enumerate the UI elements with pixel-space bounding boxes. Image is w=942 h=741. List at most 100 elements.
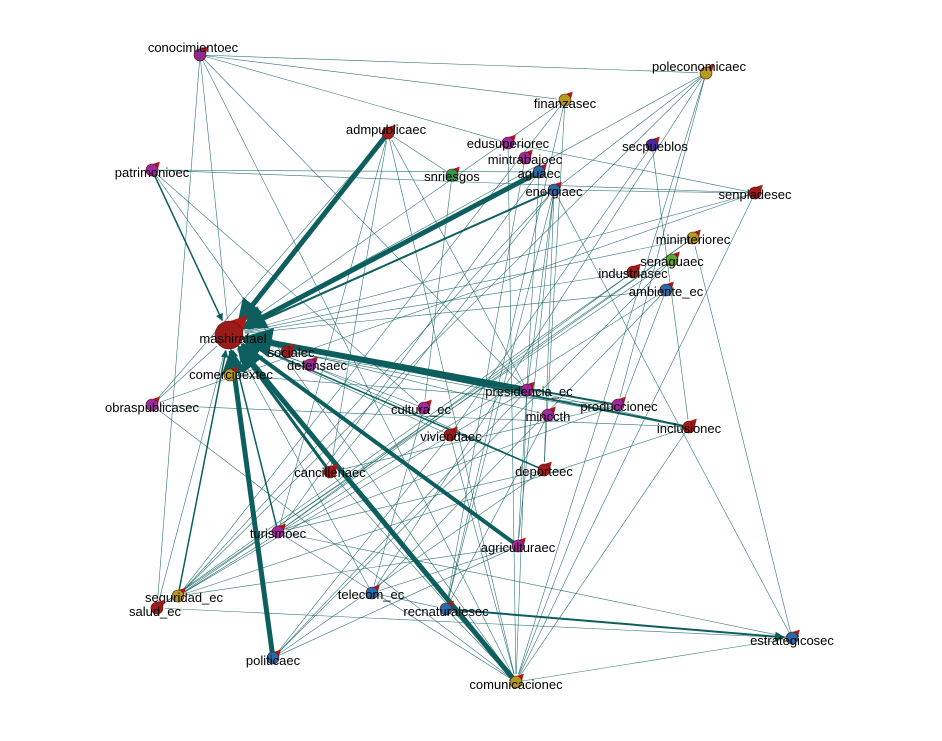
node-circle[interactable] xyxy=(303,358,317,372)
node-industriasec[interactable]: industriasec xyxy=(598,263,668,281)
node-circle[interactable] xyxy=(748,186,762,200)
node-aguaec[interactable]: aguaec xyxy=(518,163,561,181)
node-ambiente_ec[interactable]: ambiente_ec xyxy=(629,281,704,299)
node-circle[interactable] xyxy=(417,401,431,415)
node-salud_ec[interactable]: salud_ec xyxy=(129,599,182,619)
node-label: seguridad_ec xyxy=(145,590,224,605)
node-circle[interactable] xyxy=(541,408,555,422)
node-cancilleriaec[interactable]: cancilleriaec xyxy=(294,463,366,480)
node-circle[interactable] xyxy=(214,320,244,350)
node-inclusionec[interactable]: inclusionec xyxy=(657,418,722,436)
node-circle[interactable] xyxy=(511,539,525,553)
nodes-layer: mashirafael conocimientoec admpublicaec edu… xyxy=(105,40,834,692)
node-label: estrategicosec xyxy=(750,633,834,648)
edge-recnaturalesec-estrategicosec xyxy=(445,608,786,642)
node-deporteec[interactable]: deporteec xyxy=(515,461,573,479)
node-circle[interactable] xyxy=(365,586,379,600)
node-seguridad_ec[interactable]: seguridad_ec xyxy=(145,587,224,605)
node-minccth[interactable]: minccth xyxy=(526,406,571,424)
node-estrategicosec[interactable]: estrategicosec xyxy=(750,629,834,648)
edge-produccionec-cancilleriaec xyxy=(337,404,619,471)
node-obraspublicasec[interactable]: obraspublicasec xyxy=(105,396,199,415)
node-label: comunicacionec xyxy=(469,677,563,692)
node-circle[interactable] xyxy=(271,525,285,539)
node-comercioextec[interactable]: comercioextec xyxy=(189,366,273,382)
node-circle[interactable] xyxy=(439,602,453,616)
node-mininteriorec[interactable]: mininteriorec xyxy=(656,229,731,247)
node-label: energiaec xyxy=(525,184,583,199)
edge-cancilleriaec-energiaec xyxy=(329,196,550,473)
node-agriculturaec[interactable]: agriculturaec xyxy=(481,537,556,555)
node-secpueblos[interactable]: secpueblos xyxy=(622,136,688,154)
node-circle[interactable] xyxy=(150,601,164,615)
edge-presidencia_ec-energiaec xyxy=(526,197,554,391)
node-circle[interactable] xyxy=(699,66,713,80)
edge-ambiente_ec-comunicacionec xyxy=(518,289,667,675)
node-politicaec[interactable]: politicaec xyxy=(246,649,301,668)
node-patrimonioec[interactable]: patrimonioec xyxy=(115,161,190,180)
node-circle[interactable] xyxy=(509,675,523,689)
node-conocimientoec[interactable]: conocimientoec xyxy=(148,40,239,62)
node-circle[interactable] xyxy=(145,398,159,412)
node-circle[interactable] xyxy=(280,345,294,359)
node-poleconomicaec[interactable]: poleconomicaec xyxy=(652,59,746,80)
node-circle[interactable] xyxy=(682,420,696,434)
node-circle[interactable] xyxy=(193,48,207,62)
node-circle[interactable] xyxy=(445,168,459,182)
node-comunicacionec[interactable]: comunicacionec xyxy=(469,673,563,692)
node-circle[interactable] xyxy=(686,231,700,245)
node-viviendaec[interactable]: viviendaec xyxy=(420,426,482,444)
node-senpladesec[interactable]: senpladesec xyxy=(719,184,792,202)
node-defensaec[interactable]: defensaec xyxy=(287,356,347,373)
edge-ambiente_ec-mashirafael xyxy=(244,289,667,334)
node-circle[interactable] xyxy=(518,151,532,165)
node-admpublicaec[interactable]: admpublicaec xyxy=(346,122,427,140)
node-circle[interactable] xyxy=(537,463,551,477)
edge-poleconomicaec-energiaec xyxy=(560,72,707,186)
node-circle[interactable] xyxy=(145,163,159,177)
node-mashirafael[interactable]: mashirafael xyxy=(199,315,267,350)
node-turismoec[interactable]: turismoec xyxy=(250,523,307,541)
node-telecom_ec[interactable]: telecom_ec xyxy=(338,584,405,602)
node-energiaec[interactable]: energiaec xyxy=(525,181,583,199)
edge-minccth-recnaturalesec xyxy=(449,414,549,603)
node-circle[interactable] xyxy=(558,93,572,107)
node-circle[interactable] xyxy=(547,183,561,197)
node-circle[interactable] xyxy=(381,126,395,140)
node-label: mininteriorec xyxy=(656,232,731,247)
node-circle[interactable] xyxy=(659,283,673,297)
edge-conocimientoec-edusuperiorec xyxy=(199,54,501,142)
node-snriesgos[interactable]: snriesgos xyxy=(424,166,480,184)
node-circle[interactable] xyxy=(532,165,546,179)
node-edusuperiorec[interactable]: edusuperiorec xyxy=(467,134,550,151)
node-senaguaec[interactable]: senaguaec xyxy=(640,251,704,269)
edge-agriculturaec-telecom_ec xyxy=(379,545,519,591)
edge-poleconomicaec-produccionec xyxy=(619,72,707,398)
node-circle[interactable] xyxy=(501,136,515,150)
node-circle[interactable] xyxy=(520,383,534,397)
node-cultura_ec[interactable]: cultura_ec xyxy=(391,399,451,417)
node-mintrabajoec[interactable]: mintrabajoec xyxy=(488,149,563,167)
node-circle[interactable] xyxy=(665,253,679,267)
node-produccionec[interactable]: produccionec xyxy=(580,396,658,414)
node-socialec[interactable]: socialec xyxy=(268,343,315,360)
node-label: politicaec xyxy=(246,653,301,668)
edge-telecom_ec-recnaturalesec xyxy=(371,592,439,608)
node-circle[interactable] xyxy=(266,651,280,665)
node-presidencia_ec[interactable]: presidencia_ec xyxy=(485,381,573,399)
edge-snriesgos-cultura_ec xyxy=(424,174,453,401)
node-circle[interactable] xyxy=(645,138,659,152)
edge-cancilleriaec-mashirafael xyxy=(237,346,332,473)
node-circle[interactable] xyxy=(223,368,237,382)
node-label: recnaturalesec xyxy=(403,604,489,619)
node-circle[interactable] xyxy=(785,631,799,645)
node-circle[interactable] xyxy=(171,589,185,603)
node-finanzasec[interactable]: finanzasec xyxy=(534,91,597,111)
node-circle[interactable] xyxy=(443,428,457,442)
node-recnaturalesec[interactable]: recnaturalesec xyxy=(403,600,489,619)
node-circle[interactable] xyxy=(626,265,640,279)
node-circle[interactable] xyxy=(611,398,625,412)
node-label: ambiente_ec xyxy=(629,284,704,299)
node-circle[interactable] xyxy=(323,465,337,479)
node-label: aguaec xyxy=(518,166,561,181)
